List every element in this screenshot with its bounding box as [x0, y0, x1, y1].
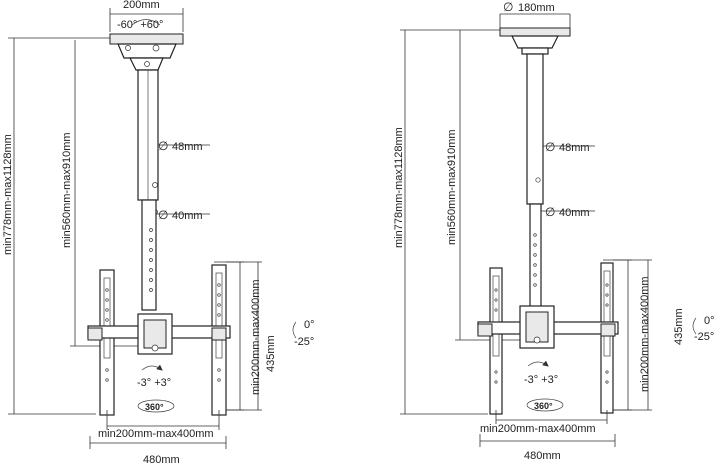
left-overall-width-dimension: 480mm: [89, 436, 227, 466]
right-inner-tube-label: 40mm: [559, 207, 590, 219]
right-rotation-label: 360°: [534, 401, 553, 411]
left-top-width-dimension: 200mm: [109, 0, 184, 32]
left-inner-tube-callout: ∅ 40mm: [156, 208, 210, 222]
left-inner-pole: [141, 199, 157, 311]
left-top-plate-width-label: 200mm: [123, 0, 160, 11]
left-tilt-range: -60° +60°: [117, 19, 163, 31]
left-tilt-range-label: -60° +60°: [117, 19, 163, 31]
right-tilt-up-label: 0°: [704, 315, 715, 327]
left-vesa-horizontal-label: min200mm-max400mm: [98, 428, 214, 440]
right-total-height-label: min778mm-max1128mm: [393, 127, 405, 248]
left-outer-tube-label: 48mm: [172, 141, 203, 153]
right-vesa-horizontal-label: min200mm-max400mm: [480, 423, 596, 435]
left-diameter-icon-2: ∅: [158, 208, 168, 222]
left-roll-label: -3° +3°: [137, 377, 171, 389]
left-total-height-label: min778mm-max1128mm: [2, 134, 14, 255]
right-rail-right: [600, 262, 614, 414]
right-base-diameter-dimension: ∅ 180mm: [499, 0, 571, 28]
right-roll-label: -3° +3°: [524, 374, 558, 386]
left-inner-tube-label: 40mm: [172, 210, 203, 222]
left-total-height-dimension: min778mm-max1128mm: [2, 37, 110, 415]
left-crossbar: [87, 313, 231, 355]
left-roll-indicator: -3° +3°: [137, 364, 171, 389]
right-pole-height-label: min560mm-max910mm: [446, 129, 458, 245]
right-screen-tilt: 0° -25°: [692, 315, 715, 343]
right-inner-pole: [529, 203, 542, 315]
right-outer-tube-label: 48mm: [559, 142, 590, 154]
right-bracket-height-label: 435mm: [673, 308, 685, 345]
right-outer-pole: [526, 53, 544, 213]
right-vesa-horizontal-dimension: min200mm-max400mm: [480, 410, 608, 435]
left-diameter-icon: ∅: [158, 139, 168, 153]
left-outer-tube-callout: ∅ 48mm: [158, 139, 210, 153]
left-rail-left: [99, 269, 115, 416]
right-tilt-down-label: -25°: [694, 331, 714, 343]
right-ceiling-base: [499, 27, 571, 55]
left-tilt-up-label: 0°: [304, 319, 315, 331]
right-vesa-vertical-label: min200mm-max400mm: [639, 276, 651, 392]
right-crossbar: [477, 305, 619, 349]
left-mount: 200mm -60° +60°: [2, 0, 315, 466]
left-vesa-vertical-dimension: min200mm-max400mm: [226, 261, 262, 411]
right-overall-width-dimension: 480mm: [479, 434, 616, 462]
right-roll-indicator: -3° +3°: [524, 360, 558, 386]
right-inner-tube-callout: ∅ 40mm: [541, 205, 595, 219]
left-pole-height-label: min560mm-max910mm: [61, 132, 73, 248]
right-diameter-icon-3: ∅: [545, 205, 555, 219]
right-total-height-dimension: min778mm-max1128mm: [393, 29, 500, 415]
left-vesa-horizontal-dimension: min200mm-max400mm: [98, 410, 220, 440]
left-rotation-label: 360°: [145, 402, 164, 412]
right-pole-height-dimension: min560mm-max910mm: [446, 30, 530, 341]
right-vesa-vertical-dimension: min200mm-max400mm: [613, 259, 652, 411]
left-overall-width-label: 480mm: [143, 454, 180, 466]
right-outer-tube-callout: ∅ 48mm: [543, 140, 595, 154]
left-outer-pole: [137, 69, 159, 215]
right-rail-left: [489, 267, 503, 415]
left-bracket-height-label: 435mm: [265, 335, 277, 372]
right-mount: ∅ 180mm ∅ 48mm: [393, 0, 715, 462]
right-rotation-indicator: 360°: [526, 398, 564, 412]
right-base-diameter-label: 180mm: [518, 2, 555, 14]
right-diameter-icon-2: ∅: [545, 140, 555, 154]
left-vesa-vertical-label: min200mm-max400mm: [250, 279, 262, 395]
right-diameter-icon: ∅: [503, 0, 513, 14]
left-tilt-down-label: -25°: [294, 336, 314, 348]
left-rotation-indicator: 360°: [137, 399, 175, 413]
left-screen-tilt: 0° -25°: [292, 319, 315, 348]
left-pole-height-dimension: min560mm-max910mm: [61, 40, 140, 347]
left-ceiling-plate: [109, 33, 184, 71]
right-overall-width-label: 480mm: [524, 450, 561, 462]
